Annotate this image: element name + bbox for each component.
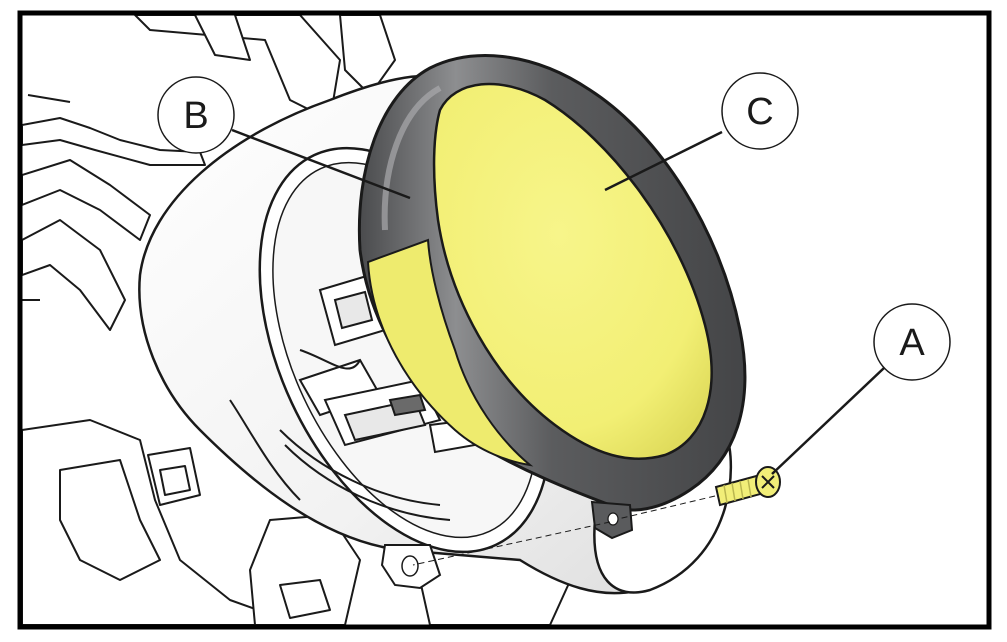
wiring-connectors [229,273,477,521]
lens-cover [366,82,713,467]
callout-a-label: A [899,322,925,364]
alignment-lines [412,495,716,566]
callout-c-label: C [746,91,773,133]
callout-a: A [873,303,951,381]
callout-c: C [721,72,799,150]
drawing-content: B C A [22,15,951,625]
mounting-screw [714,466,781,507]
leader-lines [231,128,885,475]
figure-border [17,10,992,630]
callout-b-label: B [183,95,208,137]
callout-b: B [157,76,235,154]
